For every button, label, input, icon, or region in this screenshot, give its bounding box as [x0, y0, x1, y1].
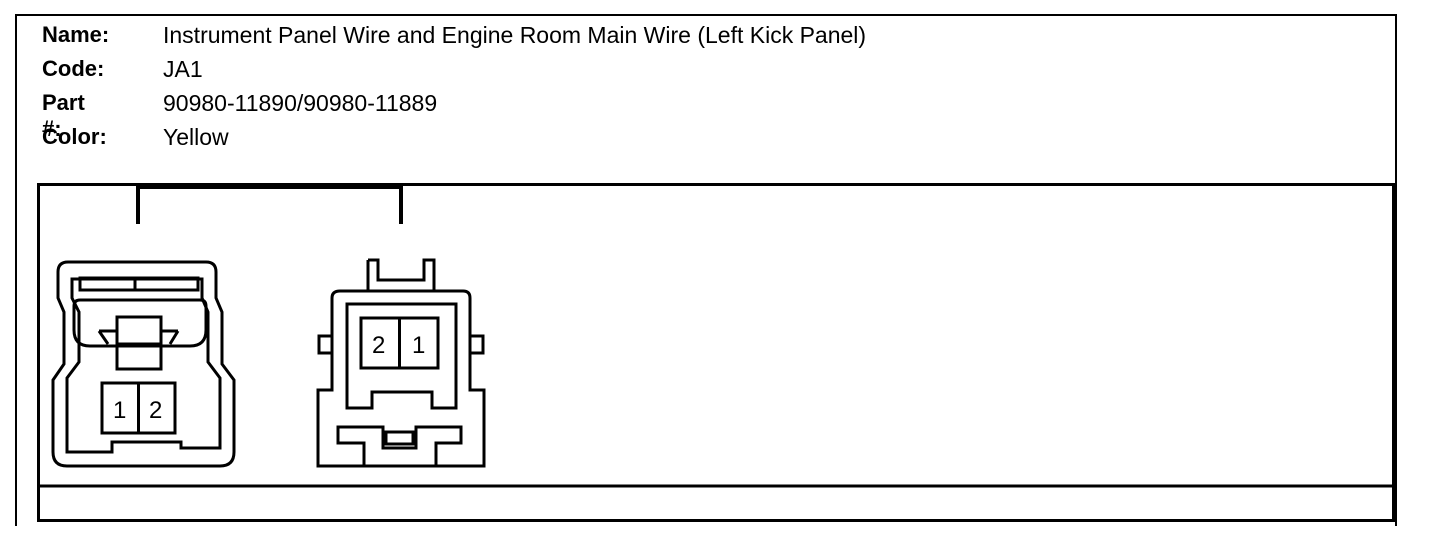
right-connector-bottom-key [336, 425, 463, 468]
code-value: JA1 [163, 56, 203, 82]
color-value: Yellow [163, 124, 229, 150]
left-connector-lock-tab [72, 298, 208, 348]
left-connector-latch-arms [97, 329, 180, 345]
name-label: Name: [42, 22, 110, 47]
right-connector-left-ear [317, 334, 334, 355]
right-connector [316, 258, 486, 468]
name-value: Instrument Panel Wire and Engine Room Ma… [163, 22, 867, 48]
code-label: Code: [42, 56, 105, 81]
left-pin-1: 1 [113, 397, 126, 424]
left-pin-2: 2 [149, 397, 162, 424]
part-number-value: 90980-11890/90980-11889 [163, 90, 438, 116]
right-connector-inner-shell [345, 302, 458, 410]
right-connector-key-notch [384, 430, 415, 446]
left-connector-inner-shell [65, 277, 222, 454]
left-connector-outer-shell [51, 260, 236, 468]
left-connector-top-slot [78, 276, 200, 292]
diagram-frame [15, 14, 1397, 526]
color-label: Color: [42, 124, 107, 149]
right-pin-1: 1 [412, 332, 425, 359]
right-pin-2: 2 [372, 332, 385, 359]
right-connector-outer-shell [316, 289, 486, 468]
part-number-label: Part #: [42, 90, 85, 141]
right-connector-right-ear [468, 334, 485, 355]
right-connector-top-lock [368, 258, 436, 292]
mating-bracket [136, 185, 403, 224]
left-connector [51, 260, 236, 468]
connector-box [37, 183, 1395, 522]
